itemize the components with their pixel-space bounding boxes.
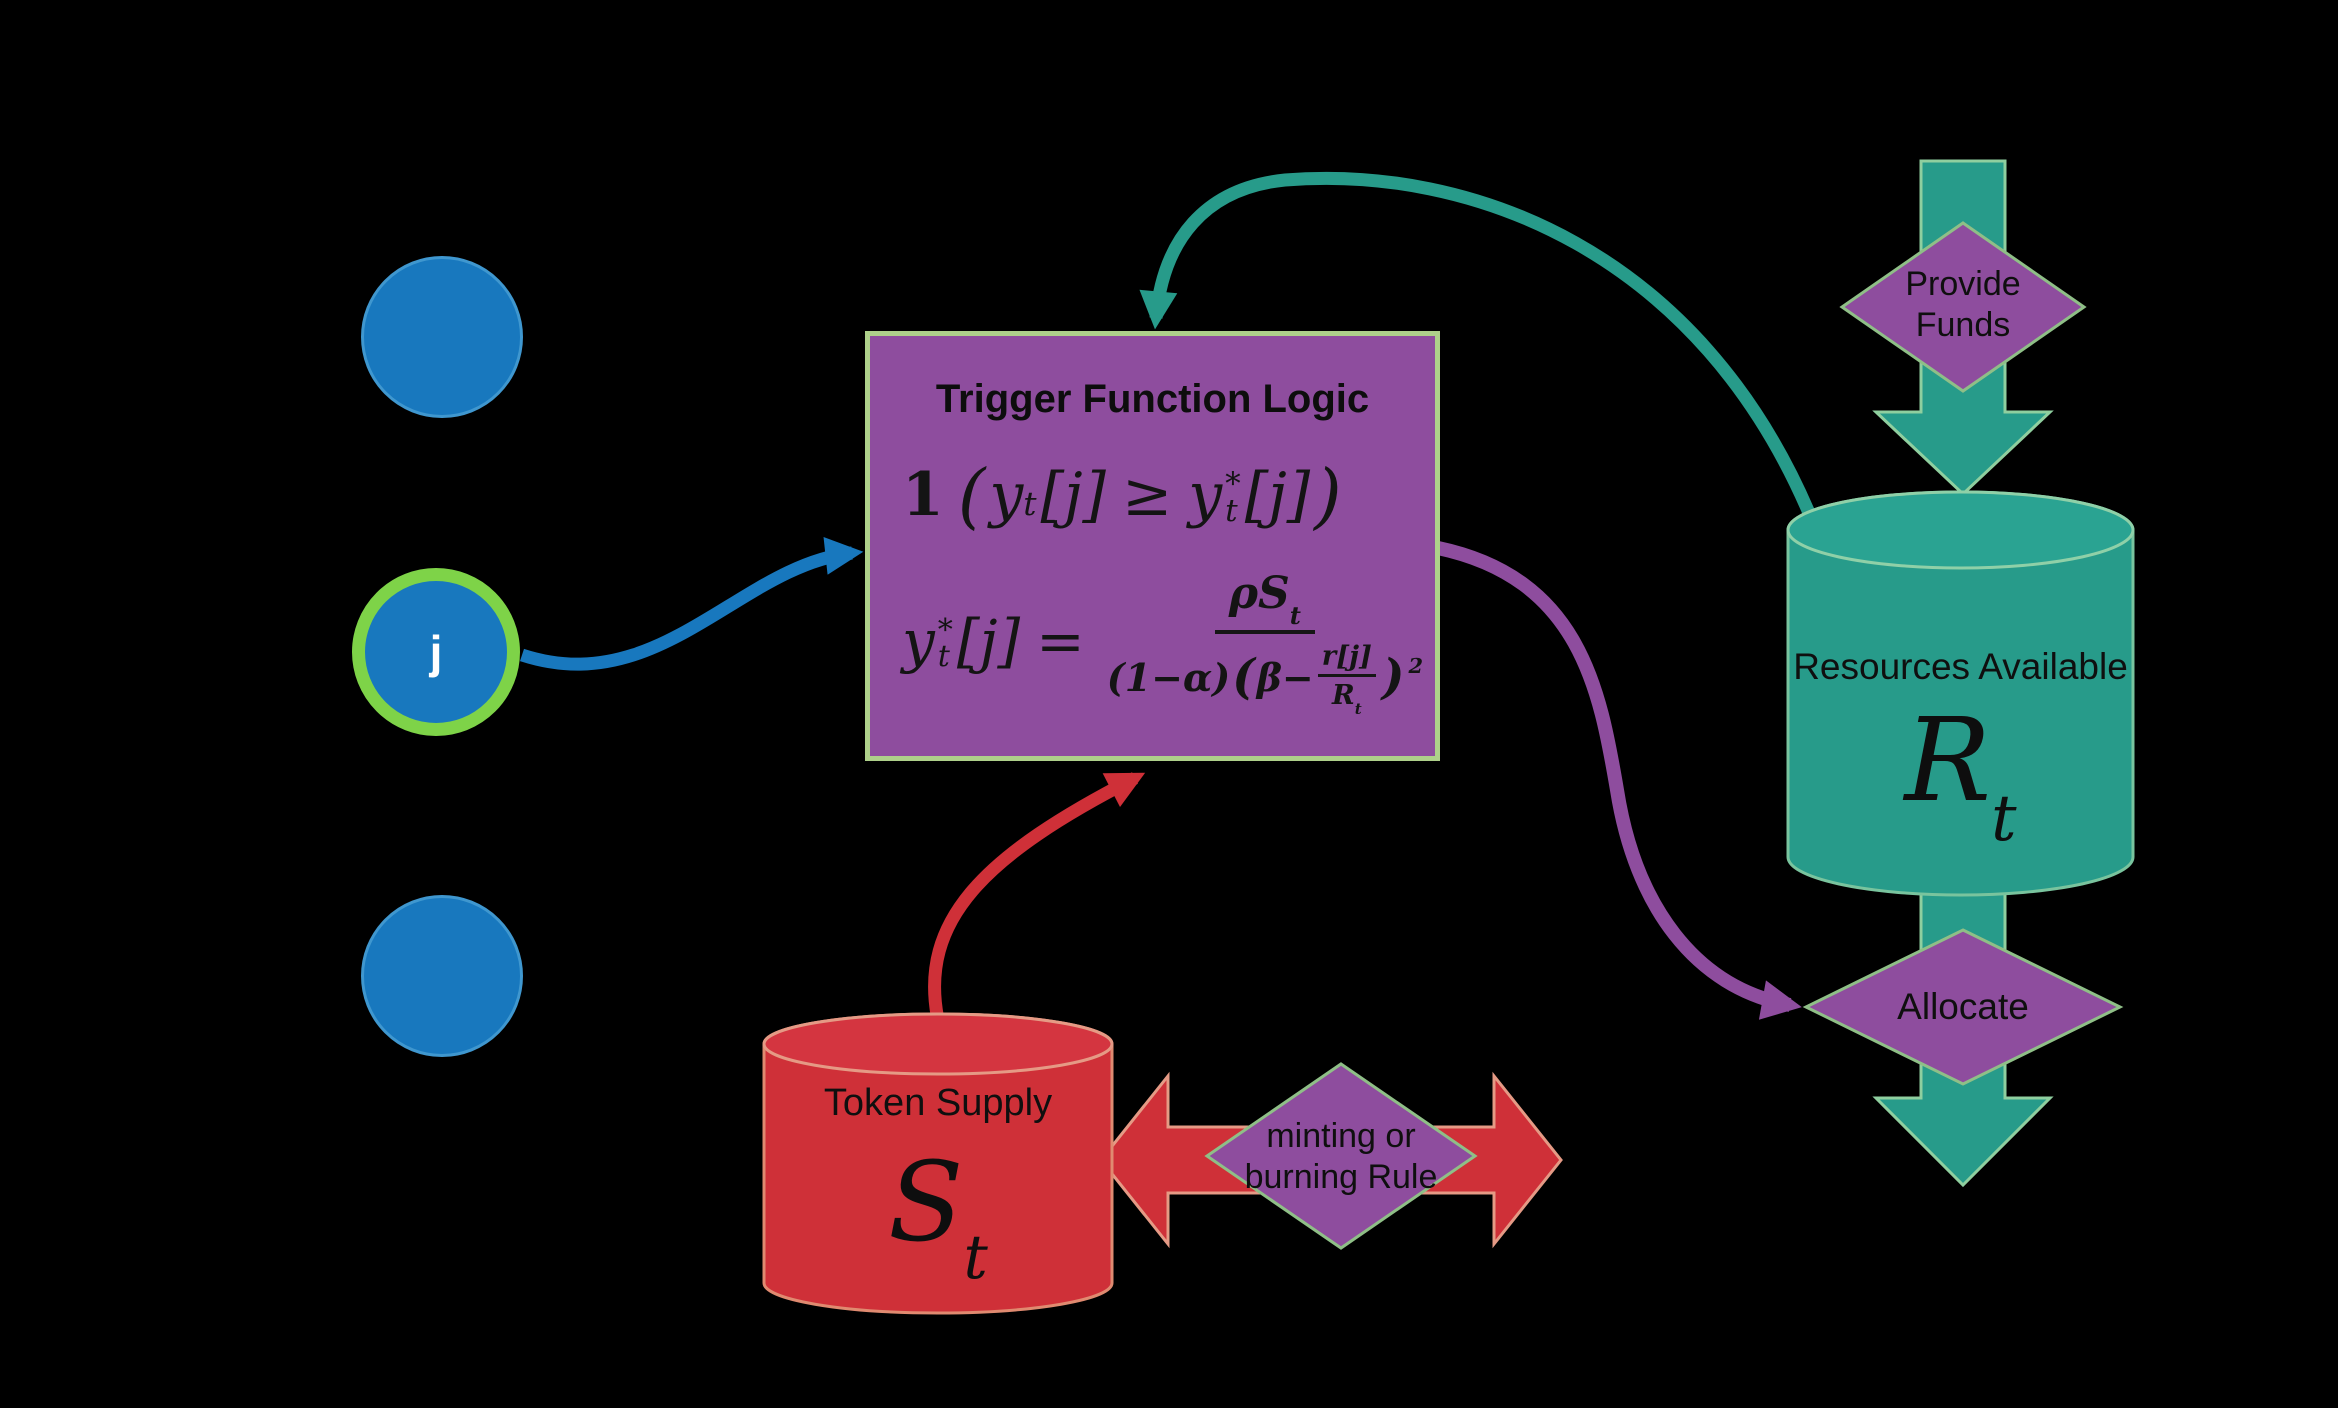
- token-supply-arrow: [928, 772, 1146, 1022]
- threshold-formula: y * t [j] = ρSt (1−α) ( β− r[j] Rt: [902, 568, 1424, 719]
- inner-fraction: r[j] Rt: [1317, 640, 1376, 718]
- token-supply-symbol: St: [888, 1138, 988, 1294]
- indicator-formula: 1 ( y t [j] ≥ y * t [j] ): [902, 453, 1342, 537]
- resources-symbol: Rt: [1904, 694, 2017, 855]
- resources-available-label: Resources Available: [1793, 646, 2128, 687]
- sup-sub-stack: * t: [1225, 466, 1241, 529]
- minting-burning-diamond: [1204, 1062, 1478, 1250]
- allocate-output-arrow: [1436, 541, 1802, 1020]
- provide-funds-label: Provide Funds: [1905, 265, 2021, 345]
- provide-funds-diamond: [1839, 221, 2087, 393]
- agent-input-arrow: [519, 536, 864, 671]
- agent-circle-selected: j: [352, 568, 520, 736]
- trigger-function-box: Trigger Function Logic 1 ( y t [j] ≥ y *…: [865, 331, 1440, 761]
- token-supply-cylinder: [762, 1012, 1114, 1315]
- resources-feedback-arrow: [1139, 171, 1819, 523]
- allocate-label: Allocate: [1897, 986, 2029, 1027]
- token-supply-label: Token Supply: [823, 1082, 1053, 1124]
- threshold-fraction: ρSt (1−α) ( β− r[j] Rt ) 2: [1106, 568, 1424, 719]
- fraction-denominator: (1−α) ( β− r[j] Rt ) 2: [1106, 640, 1424, 719]
- agent-circle-bottom: [361, 895, 523, 1057]
- trigger-box-title: Trigger Function Logic: [935, 377, 1370, 422]
- sup-sub-stack: * t: [937, 613, 953, 674]
- selected-agent-label: j: [429, 626, 443, 678]
- agent-circle-top: [361, 256, 523, 418]
- minting-burning-label: minting or burning Rule: [1244, 1117, 1438, 1197]
- allocate-diamond: [1802, 928, 2124, 1086]
- fraction-numerator: ρSt: [1214, 568, 1315, 635]
- resources-cylinder: [1786, 490, 2135, 897]
